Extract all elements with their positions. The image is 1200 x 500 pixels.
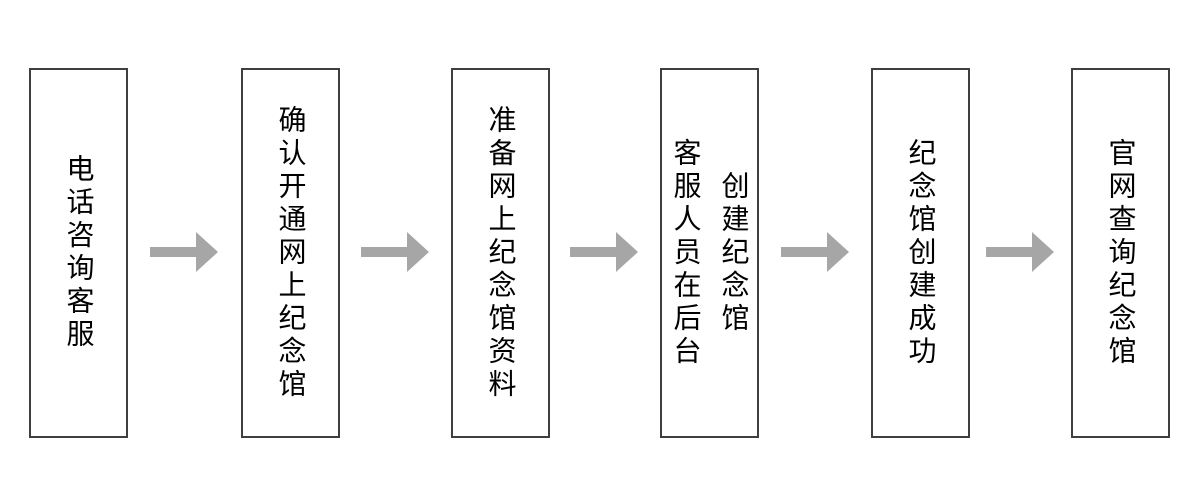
flow-step-3: 准备网上纪念馆资料 [451,68,550,438]
flow-step-2: 确认开通网上纪念馆 [241,68,340,438]
flow-step-5: 纪念馆创建成功 [871,68,970,438]
flow-step-2-label: 确认开通网上纪念馆 [275,104,307,402]
flow-step-5-label: 纪念馆创建成功 [905,137,937,369]
arrow-right-icon [361,232,429,272]
flow-step-6-label: 官网查询纪念馆 [1105,137,1137,369]
flow-step-3-label: 准备网上纪念馆资料 [485,104,517,402]
flow-step-4-label: 客服人员在后台 创建纪念馆 [670,137,750,369]
flow-step-1-label: 电话咨询客服 [63,154,95,352]
flow-step-6: 官网查询纪念馆 [1071,68,1170,438]
arrow-right-icon [781,232,849,272]
arrow-right-icon [150,232,218,272]
flow-step-4: 客服人员在后台 创建纪念馆 [660,68,759,438]
flow-step-1: 电话咨询客服 [29,68,128,438]
arrow-right-icon [570,232,638,272]
arrow-right-icon [986,232,1054,272]
